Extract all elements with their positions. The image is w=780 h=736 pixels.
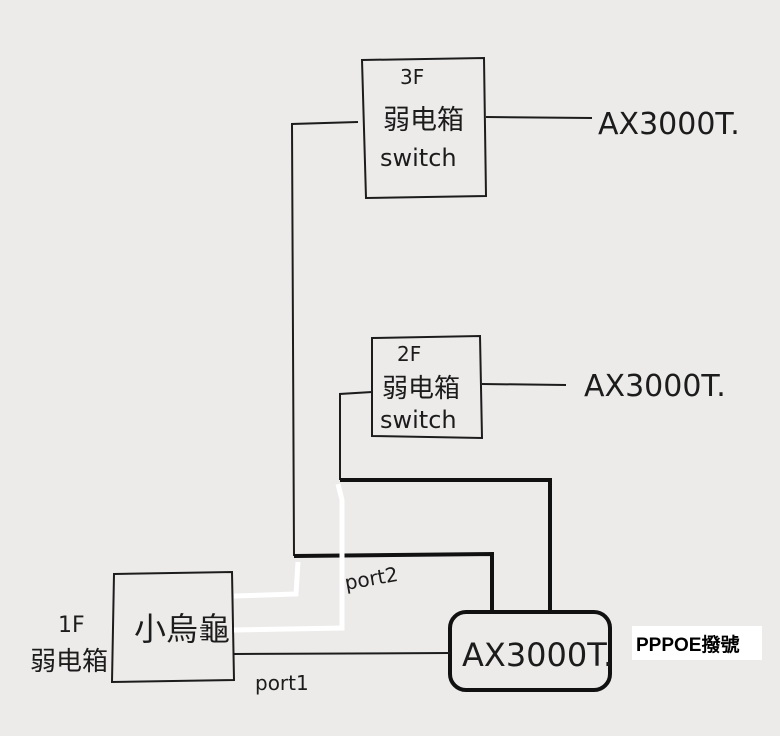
floor1-label: 1F [58, 613, 85, 638]
pppoe-note-text: PPPOE撥號 [636, 634, 740, 656]
switch-3f-line2: switch [380, 144, 457, 172]
router-3f-label: AX3000T. [598, 107, 740, 142]
switch-2f-box [371, 334, 484, 440]
cable-to-2f [339, 391, 373, 480]
modem: 小烏龜 [110, 570, 236, 684]
link-3f-router [485, 116, 593, 119]
cable-port1 [233, 652, 451, 655]
switch-2f-floor: 2F [397, 342, 421, 366]
switch-2f-line2: switch [380, 406, 457, 434]
port1-label: port1 [255, 671, 309, 695]
link-2f-router [481, 383, 567, 386]
switch-2f-line1: 弱电箱 [382, 374, 460, 404]
port2-label: port2 [343, 562, 400, 595]
modem-label: 小烏龜 [134, 610, 230, 648]
thick-cable-3f [293, 551, 494, 612]
switch-3f-box [360, 56, 488, 200]
floor1-box-label: 弱电箱 [30, 647, 108, 677]
router-2f-label: AX3000T. [584, 369, 726, 404]
switch-3f-line1: 弱电箱 [383, 105, 464, 136]
switch-3f-floor: 3F [400, 65, 424, 89]
modem-box [110, 570, 236, 684]
cable-to-3f [290, 121, 359, 557]
white-line-1 [233, 561, 301, 599]
switch-3f: 3F 弱电箱 switch [360, 56, 488, 200]
main-router-label: AX3000T. [462, 636, 613, 674]
pppoe-note: PPPOE撥號 [632, 626, 762, 660]
main-router-box [448, 610, 612, 692]
switch-2f: 2F 弱电箱 switch [371, 334, 484, 440]
main-router: AX3000T. [448, 610, 613, 692]
white-line-2 [233, 483, 345, 633]
thick-cable-2f [340, 478, 552, 612]
